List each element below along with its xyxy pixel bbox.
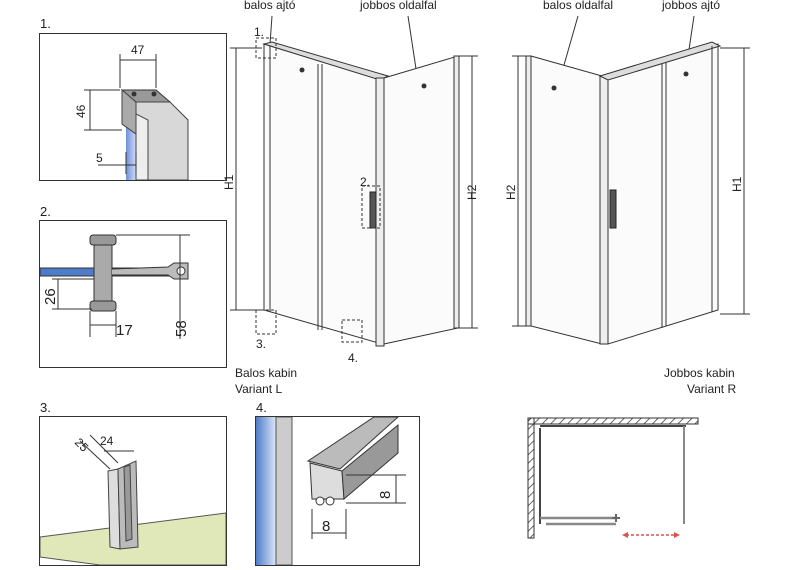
right-cabin-drawing: H2 H1	[504, 15, 750, 345]
left-side-wall-label: jobbos oldalfal	[360, 0, 437, 12]
left-h1-label: H1	[222, 174, 236, 190]
panel-3-number: 3.	[40, 400, 51, 415]
left-cabin-drawing: 1. 2. 3. 4. H1 H2	[222, 15, 479, 364]
left-cabin-caption-2: Variant L	[235, 382, 283, 396]
top-profile-drawing: 47 46 5	[74, 43, 189, 180]
panel-2-number: 2.	[40, 204, 51, 219]
marker-4: 4.	[348, 351, 358, 364]
left-h2-label: H2	[465, 184, 479, 200]
dim-47: 47	[131, 43, 145, 57]
right-cabin-caption-1: Jobbos kabin	[664, 366, 735, 380]
dim-8-horizontal: 8	[322, 518, 330, 535]
detail-panel-4: 8 8	[255, 416, 420, 566]
marker-1: 1.	[254, 25, 264, 39]
panel-1-number: 1.	[40, 16, 51, 31]
handle-drawing: 26 17 58	[40, 234, 190, 339]
marker-3: 3.	[256, 337, 266, 351]
seal-drawing: 8 8	[256, 417, 406, 565]
right-door-label: jobbos ajtó	[662, 0, 721, 12]
detail-panel-2: 26 17 58	[39, 220, 227, 368]
marker-2: 2.	[360, 175, 370, 189]
dim-8-vertical: 8	[377, 491, 394, 499]
plan-view-drawing	[527, 417, 699, 539]
dim-46: 46	[74, 104, 88, 118]
right-h2-label: H2	[504, 184, 518, 200]
detail-panel-1: 47 46 5	[39, 33, 227, 181]
left-door-label: balos ajtó	[244, 0, 296, 12]
right-cabin-caption-2: Variant R	[687, 382, 737, 396]
dim-5: 5	[96, 151, 103, 165]
dim-24: 24	[100, 434, 114, 448]
panel-4-number: 4.	[256, 400, 267, 415]
right-side-wall-label: balos oldalfal	[543, 0, 614, 12]
right-h1-label: H1	[730, 176, 744, 192]
dim-58: 58	[173, 320, 190, 337]
dim-25: 25	[72, 435, 92, 455]
dim-17: 17	[116, 322, 133, 339]
detail-panel-3: 25 24	[39, 416, 227, 566]
left-cabin-caption-1: Balos kabin	[235, 366, 298, 380]
dim-26: 26	[42, 288, 59, 305]
wall-profile-drawing: 25 24	[40, 434, 226, 565]
